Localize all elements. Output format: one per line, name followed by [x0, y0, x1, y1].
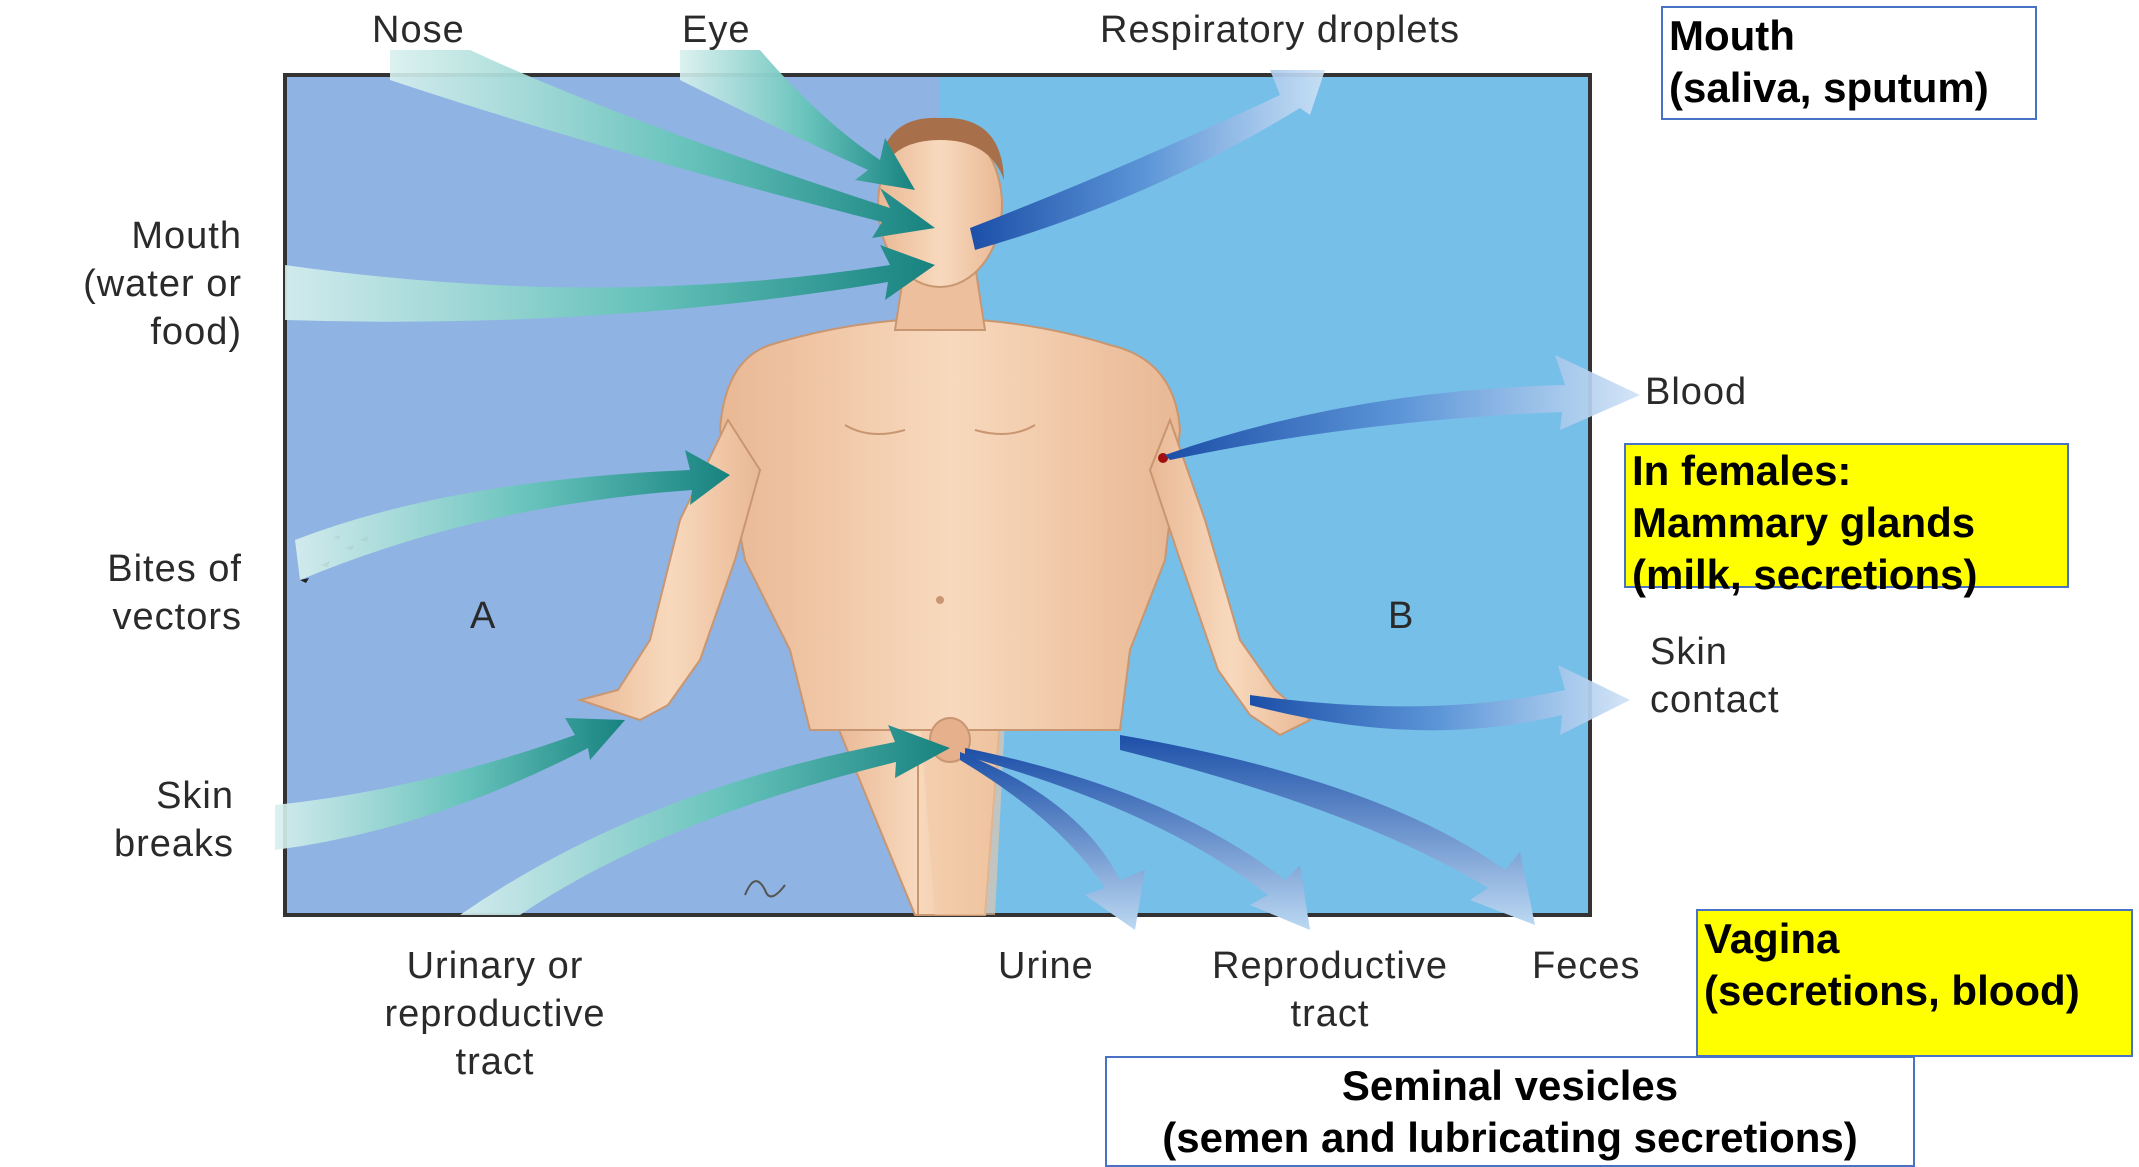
label-eye: Eye — [682, 6, 750, 54]
annotation-seminal-vesicles: Seminal vesicles(semen and lubricating s… — [1105, 1056, 1915, 1167]
panel-label-a: A — [470, 592, 496, 640]
annotation-vagina: Vagina(secretions, blood) — [1696, 909, 2133, 1057]
label-blood: Blood — [1645, 368, 1747, 416]
label-urine: Urine — [998, 942, 1094, 990]
label-respiratory-droplets: Respiratory droplets — [1100, 6, 1460, 54]
annotation-mouth-saliva: Mouth(saliva, sputum) — [1661, 6, 2037, 120]
panel-label-b: B — [1388, 592, 1414, 640]
annotation-mammary-glands: In females:Mammary glands(milk, secretio… — [1624, 443, 2069, 588]
label-nose: Nose — [372, 6, 465, 54]
label-feces: Feces — [1532, 942, 1640, 990]
